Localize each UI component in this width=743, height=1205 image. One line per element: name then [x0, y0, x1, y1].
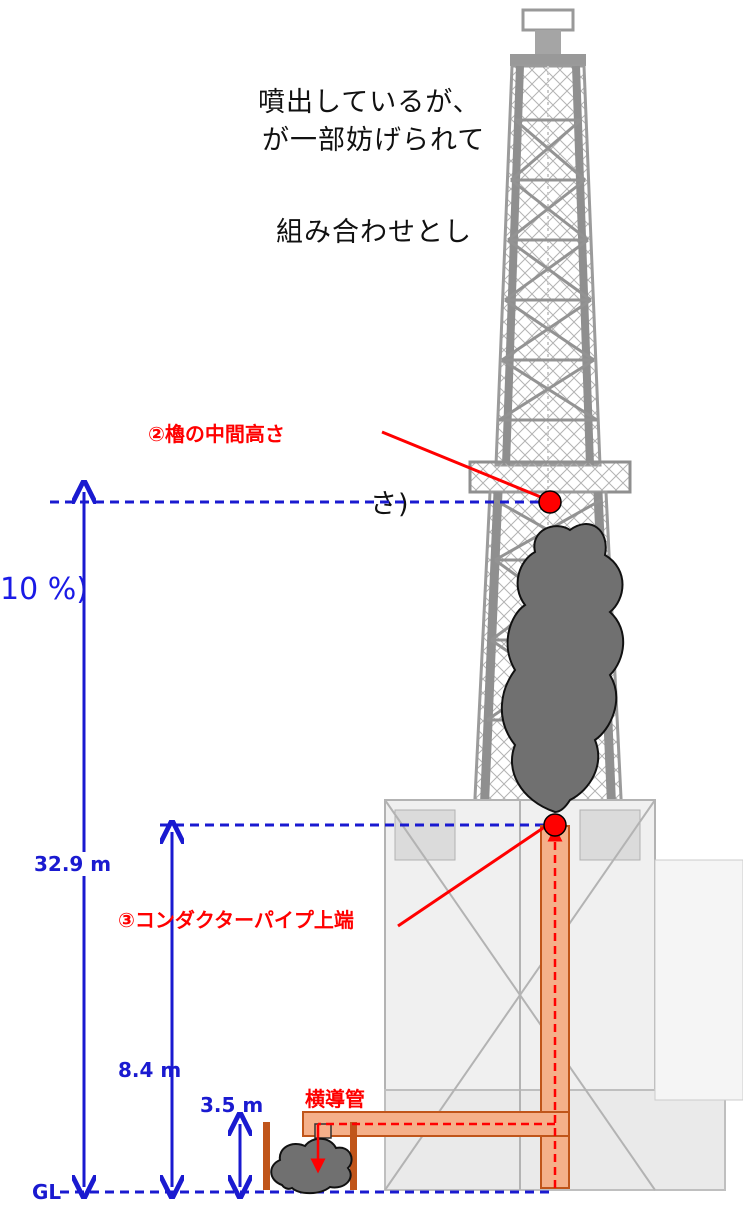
conductor-top-marker — [543, 813, 567, 837]
text-line-3: 組み合わせとし — [276, 217, 472, 248]
h-conductor-label: 8.4 m — [118, 1058, 182, 1082]
h-lateral-label: 3.5 m — [200, 1093, 264, 1117]
smoke-plume-lower — [270, 1137, 353, 1195]
lateral-pipe-label: 横導管 — [305, 1087, 365, 1111]
text-line-4: さ) — [370, 489, 410, 520]
ground-label: GL — [32, 1180, 62, 1204]
derrick-mid-marker — [538, 490, 562, 514]
pipe-system — [263, 825, 570, 1190]
derrick-mid-label: ②櫓の中間高さ — [148, 422, 285, 446]
derrick-mid-pointer — [381, 430, 549, 502]
text-line-1: 噴出しているが、 — [258, 87, 481, 118]
conductor-top-label: ③コンダクターパイプ上端 — [118, 908, 354, 932]
h-total-label: 32.9 m — [32, 852, 114, 876]
text-line-2: が一部妨げられて — [262, 125, 486, 156]
smoke-plume-upper — [500, 523, 625, 814]
conductor-top-pointer — [397, 820, 553, 928]
